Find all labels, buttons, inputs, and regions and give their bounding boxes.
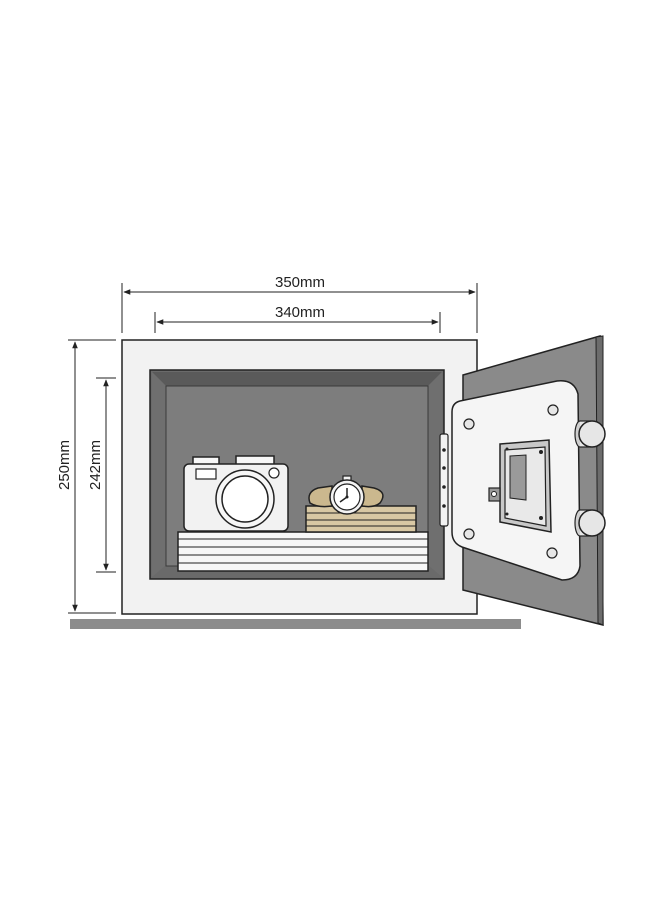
width-dimension-inner: 340mm	[154, 304, 441, 333]
height-dimension-inner: 242mm	[87, 377, 116, 573]
outer-height-label: 250mm	[56, 440, 73, 490]
paper-stack-icon	[177, 531, 429, 572]
interior-left-bevel	[152, 372, 166, 577]
door-knob-icon[interactable]	[574, 509, 606, 537]
interior-right-bevel	[428, 372, 442, 577]
door-knob-icon[interactable]	[574, 420, 606, 448]
screw-icon	[546, 547, 558, 559]
screw-icon	[463, 418, 475, 430]
outer-width-label: 350mm	[275, 274, 325, 291]
hinge-icon	[439, 433, 449, 527]
watch-icon	[308, 475, 384, 515]
screw-icon	[463, 528, 475, 540]
inner-height-label: 242mm	[87, 440, 104, 490]
inner-width-label: 340mm	[275, 304, 325, 321]
floor-base	[70, 619, 521, 629]
screw-icon	[547, 404, 559, 416]
keypad-lock-icon	[499, 439, 552, 533]
safe-door[interactable]	[439, 335, 606, 626]
wooden-box-icon	[305, 505, 417, 533]
width-dimension-outer: 350mm	[121, 274, 478, 333]
interior-top-bevel	[152, 372, 442, 386]
height-dimension-outer: 250mm	[56, 339, 116, 614]
camera-icon	[183, 455, 289, 532]
